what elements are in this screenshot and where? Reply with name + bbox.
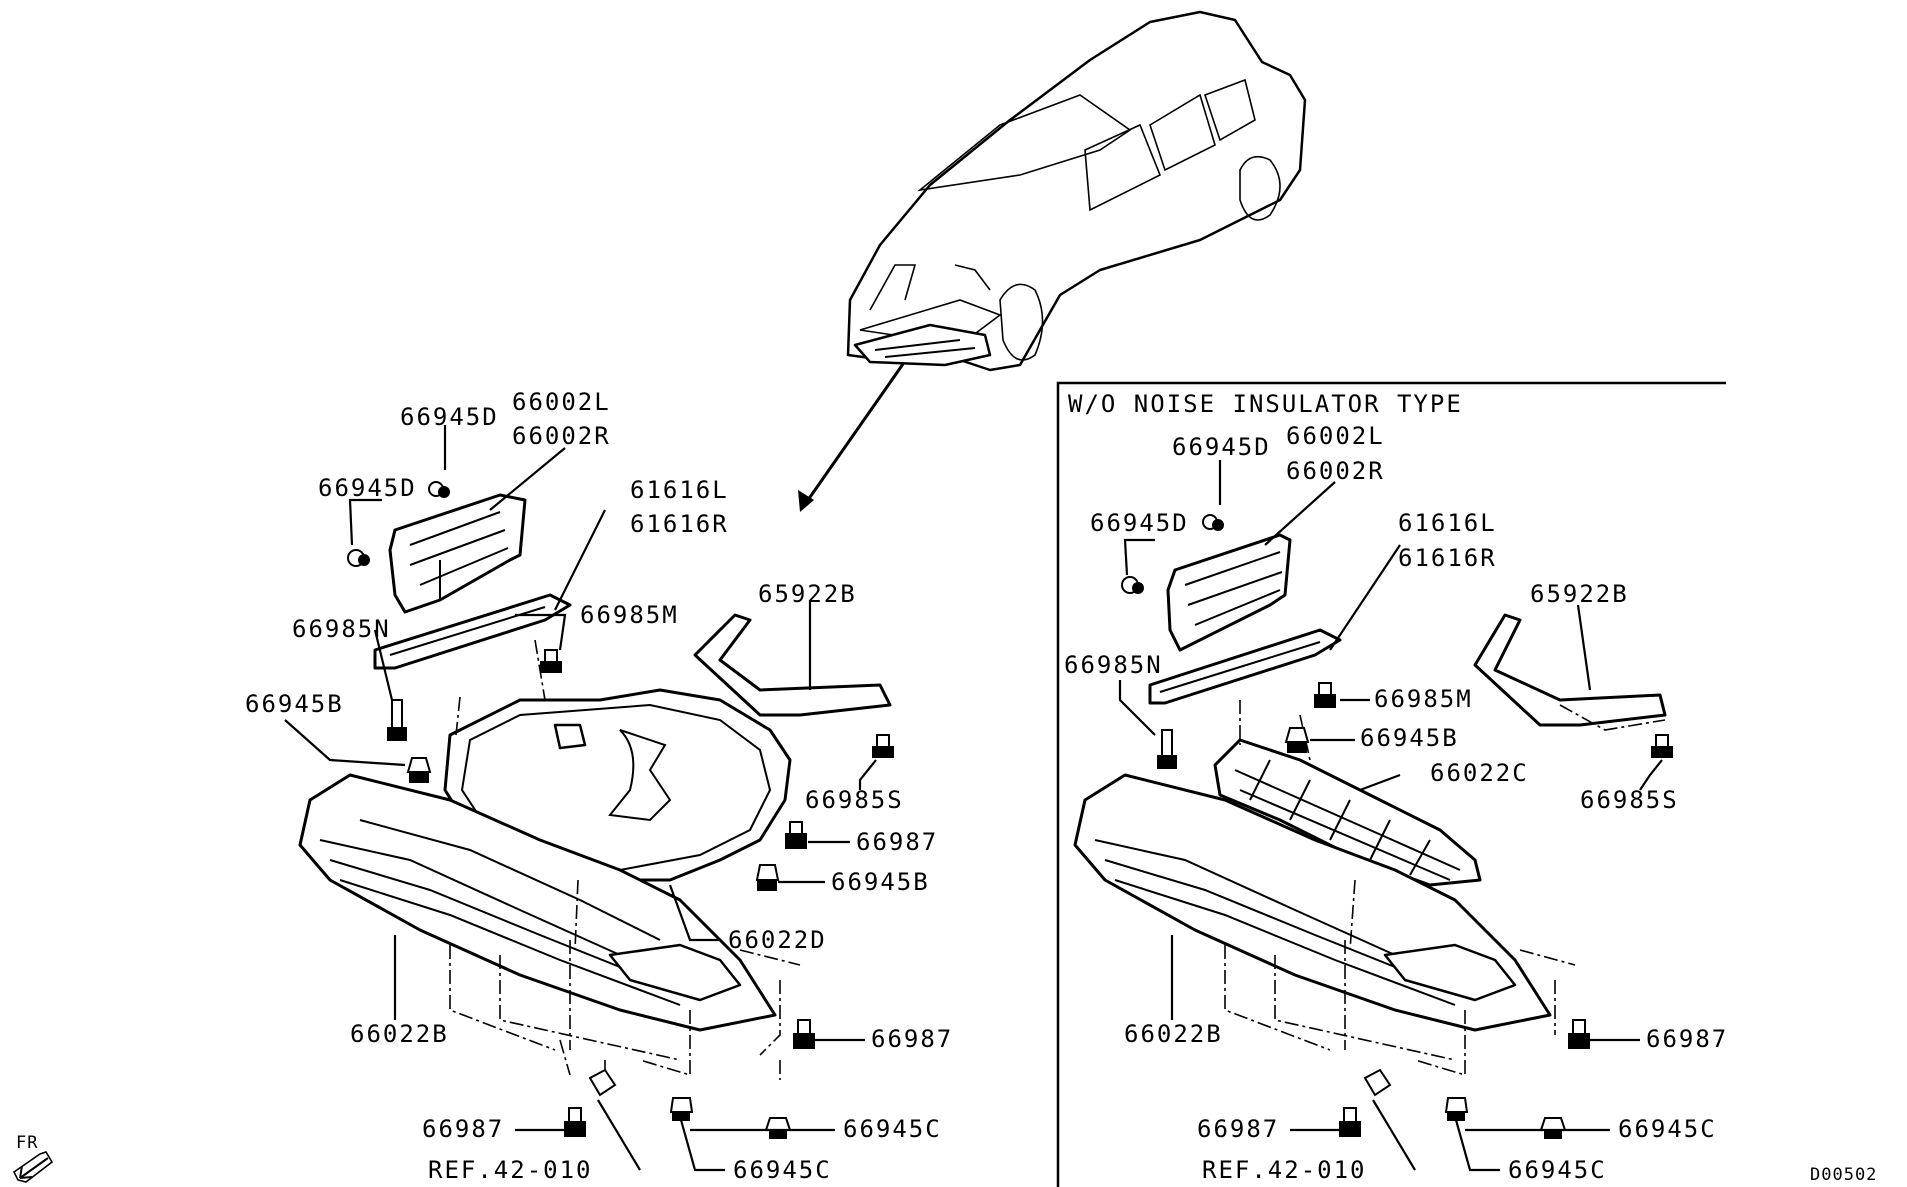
part-label-66985N: 66985N (292, 615, 391, 643)
part-label-66945C: 66945C (733, 1156, 832, 1184)
front-direction-indicator: FR (12, 1133, 54, 1183)
part-label-66987: 66987 (1646, 1025, 1728, 1053)
clip-icon (588, 1068, 617, 1097)
vehicle-illustration (846, 10, 1307, 372)
part-label-66945D: 66945D (318, 474, 417, 502)
clip-icon (1539, 1117, 1567, 1139)
bolt-icon (1568, 1019, 1590, 1049)
part-label-66985N: 66985N (1064, 651, 1163, 679)
bolt-icon (564, 1107, 586, 1137)
member-bracket-65922B (693, 613, 892, 717)
part-label-66022D: 66022D (728, 926, 827, 954)
part-label-66002L: 66002L (1286, 422, 1385, 450)
part-label-66945D: 66945D (1172, 433, 1271, 461)
bolt-icon (872, 734, 894, 758)
bolt-icon (540, 649, 562, 673)
part-label-66987: 66987 (856, 828, 938, 856)
splash-shield-bracket (388, 493, 527, 614)
reference-label: REF.42-010 (1202, 1156, 1367, 1184)
bolt-icon (1121, 576, 1144, 594)
part-label-66945D: 66945D (400, 403, 499, 431)
part-label-66945C: 66945C (1508, 1156, 1607, 1184)
part-label-65922B: 65922B (758, 580, 857, 608)
bolt-icon (1651, 734, 1673, 758)
bolt-icon (1314, 682, 1336, 708)
bolt-icon (1339, 1107, 1361, 1137)
side-member (373, 593, 572, 670)
side-member (1148, 628, 1342, 705)
part-label-66945B: 66945B (245, 690, 344, 718)
part-label-61616L: 61616L (1398, 509, 1497, 537)
diagram-code: D00502 (1810, 1165, 1877, 1185)
part-label-66985M: 66985M (1374, 685, 1473, 713)
part-label-65922B: 65922B (1530, 580, 1629, 608)
bolt-icon (1202, 514, 1224, 531)
part-label-66987: 66987 (422, 1115, 504, 1143)
part-label-61616L: 61616L (630, 476, 729, 504)
part-label-66945B: 66945B (1360, 724, 1459, 752)
part-label-66945C: 66945C (1618, 1115, 1717, 1143)
part-label-66022C: 66022C (1430, 759, 1529, 787)
splash-shield-bracket (1166, 533, 1292, 652)
part-label-66945C: 66945C (843, 1115, 942, 1143)
part-label-66945D: 66945D (1090, 509, 1189, 537)
bolt-icon (387, 699, 407, 741)
part-label-66022B: 66022B (350, 1020, 449, 1048)
bolt-icon (1157, 729, 1177, 769)
part-label-66002R: 66002R (512, 422, 611, 450)
clip-icon (764, 1117, 792, 1139)
main-assembly: 66945D 66002L 66002R 66945D 61616L 61616… (245, 388, 953, 1184)
reference-label: REF.42-010 (428, 1156, 593, 1184)
clip-icon (755, 864, 780, 891)
part-label-66002R: 66002R (1286, 457, 1385, 485)
clip-icon (669, 1097, 694, 1121)
bolt-icon (347, 549, 370, 567)
member-bracket-65922B (1473, 613, 1667, 727)
part-label-66985S: 66985S (1580, 786, 1679, 814)
clip-icon (1363, 1068, 1392, 1097)
clip-icon (406, 757, 432, 783)
part-label-61616R: 61616R (1398, 544, 1497, 572)
part-label-66002L: 66002L (512, 388, 611, 416)
inset-panel: W/O NOISE INSULATOR TYPE (1056, 381, 1728, 1187)
bolt-icon (428, 481, 450, 498)
part-label-66985M: 66985M (580, 601, 679, 629)
bolt-icon (793, 1019, 815, 1049)
inset-title: W/O NOISE INSULATOR TYPE (1068, 390, 1463, 418)
clip-icon (1444, 1097, 1469, 1121)
part-label-66987: 66987 (871, 1025, 953, 1053)
pointer-arrow (798, 363, 905, 512)
clip-icon (1284, 727, 1310, 753)
part-label-66987: 66987 (1197, 1115, 1279, 1143)
part-label-66945B: 66945B (831, 868, 930, 896)
direction-label: FR (16, 1133, 38, 1153)
part-label-66985S: 66985S (805, 786, 904, 814)
bolt-icon (785, 821, 807, 849)
part-label-61616R: 61616R (630, 510, 729, 538)
part-label-66022B: 66022B (1124, 1020, 1223, 1048)
